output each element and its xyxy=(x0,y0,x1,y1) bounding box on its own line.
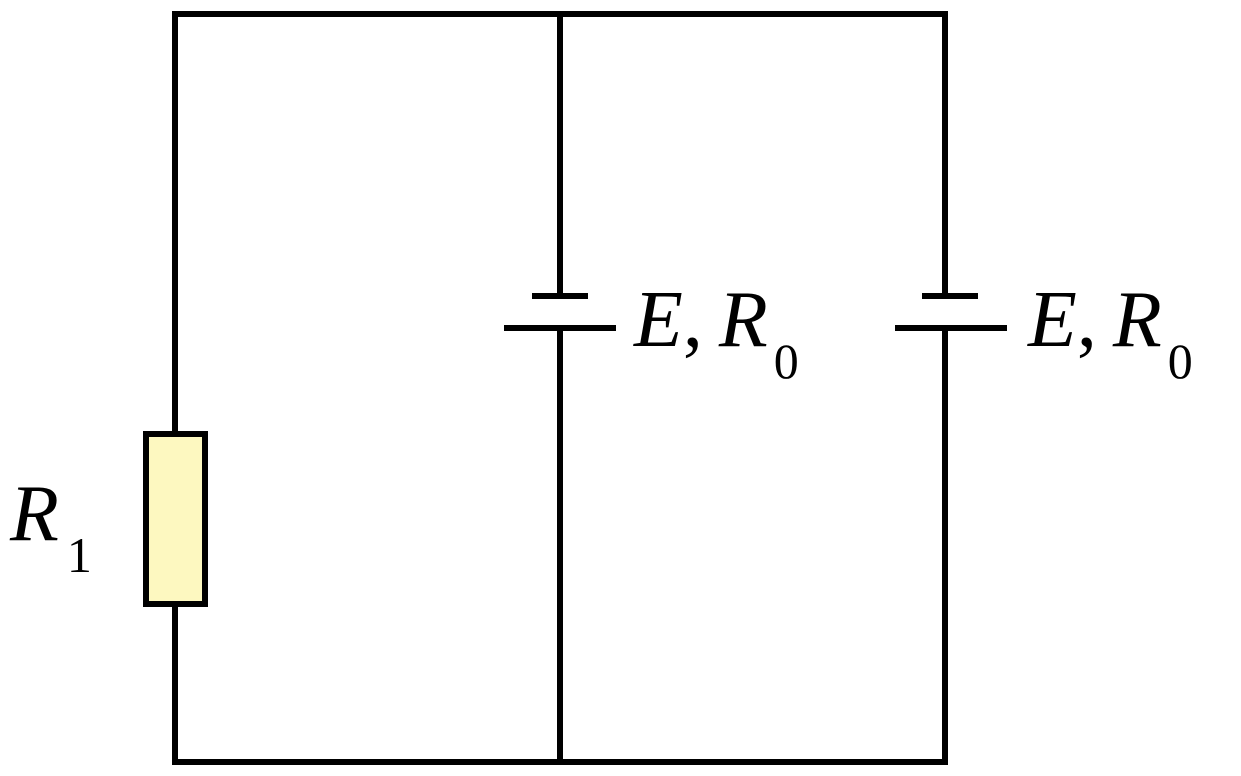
resistor-symbol: R xyxy=(9,470,59,558)
source-1-resistance-subscript: 0 xyxy=(774,333,799,389)
source-2-resistance-symbol: R xyxy=(1112,276,1162,364)
source-2-emf: E xyxy=(1027,276,1077,364)
source-1-separator: , xyxy=(683,276,703,364)
source-2-separator: , xyxy=(1077,276,1097,364)
source-1-resistance-symbol: R xyxy=(718,276,768,364)
resistor-subscript: 1 xyxy=(67,527,92,583)
source-1-emf: E xyxy=(633,276,683,364)
source-2-resistance-subscript: 0 xyxy=(1168,333,1193,389)
resistor-r1 xyxy=(143,431,208,607)
